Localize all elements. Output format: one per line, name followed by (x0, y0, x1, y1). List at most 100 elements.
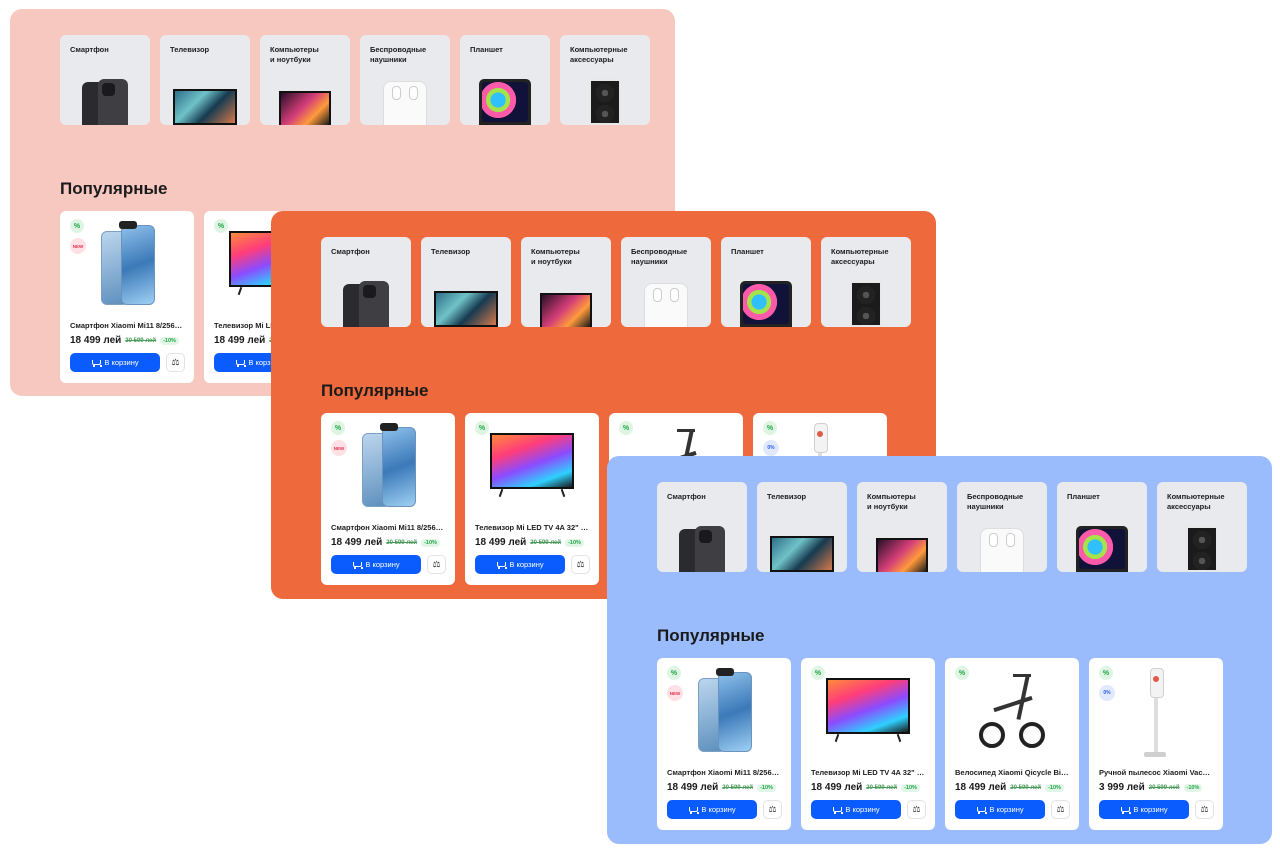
compare-button[interactable]: ⚖ (763, 800, 782, 819)
product-card[interactable]: % NEW Смартфон Xiaomi Mi11 8/256 GB... 1… (321, 413, 455, 585)
add-to-cart-button[interactable]: В корзину (667, 800, 757, 819)
new-badge: NEW (667, 685, 683, 701)
product-card[interactable]: % 0% Ручной пылесос Xiaomi Vacuum... 3 9… (1089, 658, 1223, 830)
product-name[interactable]: Ручной пылесос Xiaomi Vacuum... (1099, 768, 1213, 777)
category-tablet[interactable]: Планшет (721, 237, 811, 327)
card-actions: В корзину ⚖ (667, 800, 782, 819)
category-accessories[interactable]: Компьютерные аксессуары (560, 35, 650, 125)
category-tablet[interactable]: Планшет (1057, 482, 1147, 572)
category-label: Компьютерные аксессуары (831, 247, 889, 266)
product-card[interactable]: % Телевизор Mi LED TV 4A 32" Glo... 18 4… (465, 413, 599, 585)
discount-tag: -10% (1183, 783, 1203, 792)
category-computers[interactable]: Компьютеры и ноутбуки (521, 237, 611, 327)
category-smartphone[interactable]: Смартфон (657, 482, 747, 572)
cart-label: В корзину (365, 560, 400, 569)
cart-label: В корзину (509, 560, 544, 569)
product-card[interactable]: % Телевизор Mi LED TV 4A 32" Glo... 18 4… (801, 658, 935, 830)
vacuum-image (1136, 668, 1176, 758)
cart-icon (235, 359, 247, 367)
category-label: Смартфон (667, 492, 706, 501)
cart-label: В корзину (989, 805, 1024, 814)
category-earbuds[interactable]: Беспроводные наушники (621, 237, 711, 327)
compare-button[interactable]: ⚖ (427, 555, 446, 574)
category-computers[interactable]: Компьютеры и ноутбуки (260, 35, 350, 125)
discount-badge: % (214, 219, 228, 233)
panel-blue: Смартфон Телевизор Компьютеры и ноутбуки… (607, 456, 1272, 844)
card-actions: В корзину ⚖ (331, 555, 446, 574)
discount-badge: % (619, 421, 633, 435)
category-tablet[interactable]: Планшет (460, 35, 550, 125)
category-tv[interactable]: Телевизор (160, 35, 250, 125)
category-label: Компьютерные аксессуары (1167, 492, 1225, 511)
smartphone-image (343, 281, 389, 327)
compare-button[interactable]: ⚖ (1195, 800, 1214, 819)
add-to-cart-button[interactable]: В корзину (331, 555, 421, 574)
tv-image (770, 536, 834, 572)
category-smartphone[interactable]: Смартфон (60, 35, 150, 125)
compare-button[interactable]: ⚖ (571, 555, 590, 574)
product-row: % NEW Смартфон Xiaomi Mi11 8/256 GB... 1… (657, 658, 1223, 830)
old-price: 20 599 лей (125, 337, 157, 344)
category-label: Телевизор (767, 492, 807, 501)
category-label: Компьютеры и ноутбуки (270, 45, 319, 64)
add-to-cart-button[interactable]: В корзину (70, 353, 160, 372)
tablet-image (1076, 526, 1128, 572)
gpu-image (850, 281, 882, 327)
category-label: Смартфон (70, 45, 109, 54)
tablet-image (740, 281, 792, 327)
category-tv[interactable]: Телевизор (757, 482, 847, 572)
product-card[interactable]: % NEW Смартфон Xiaomi Mi11 8/256 GB... 1… (657, 658, 791, 830)
category-label: Планшет (470, 45, 503, 54)
add-to-cart-button[interactable]: В корзину (955, 800, 1045, 819)
smartphone-image (97, 221, 157, 305)
cart-icon (832, 806, 844, 814)
price: 18 499 лей (811, 782, 863, 793)
product-name[interactable]: Смартфон Xiaomi Mi11 8/256 GB... (70, 321, 184, 330)
category-label: Компьютерные аксессуары (570, 45, 628, 64)
price: 3 999 лей (1099, 782, 1145, 793)
discount-badge: % (1099, 666, 1113, 680)
category-smartphone[interactable]: Смартфон (321, 237, 411, 327)
price: 18 499 лей (667, 782, 719, 793)
laptop-image (876, 538, 928, 572)
category-label: Телевизор (170, 45, 210, 54)
category-computers[interactable]: Компьютеры и ноутбуки (857, 482, 947, 572)
category-row: Смартфон Телевизор Компьютеры и ноутбуки… (657, 482, 1247, 572)
old-price: 20 599 лей (1010, 784, 1042, 791)
earbuds-image (980, 528, 1024, 572)
discount-badge: % (955, 666, 969, 680)
product-name[interactable]: Смартфон Xiaomi Mi11 8/256 GB... (667, 768, 781, 777)
card-actions: В корзину ⚖ (1099, 800, 1214, 819)
section-title: Популярные (60, 179, 168, 198)
product-name[interactable]: Телевизор Mi LED TV 4A 32" Glo... (811, 768, 925, 777)
category-accessories[interactable]: Компьютерные аксессуары (821, 237, 911, 327)
compare-button[interactable]: ⚖ (907, 800, 926, 819)
add-to-cart-button[interactable]: В корзину (811, 800, 901, 819)
compare-button[interactable]: ⚖ (166, 353, 185, 372)
compare-button[interactable]: ⚖ (1051, 800, 1070, 819)
cart-icon (91, 359, 103, 367)
tv-image (434, 291, 498, 327)
smartphone-image (358, 423, 418, 507)
product-name[interactable]: Велосипед Xiaomi Qicycle Bike Bl... (955, 768, 1069, 777)
old-price: 20 599 лей (530, 539, 562, 546)
product-card[interactable]: % Велосипед Xiaomi Qicycle Bike Bl... 18… (945, 658, 1079, 830)
cart-icon (496, 561, 508, 569)
add-to-cart-button[interactable]: В корзину (475, 555, 565, 574)
cart-icon (1120, 806, 1132, 814)
discount-badge: % (763, 421, 777, 435)
product-name[interactable]: Телевизор Mi LED TV 4A 32" Glo... (475, 523, 589, 532)
section-title: Популярные (321, 381, 429, 400)
tv-image (826, 678, 910, 743)
category-earbuds[interactable]: Беспроводные наушники (957, 482, 1047, 572)
category-tv[interactable]: Телевизор (421, 237, 511, 327)
category-accessories[interactable]: Компьютерные аксессуары (1157, 482, 1247, 572)
product-name[interactable]: Смартфон Xiaomi Mi11 8/256 GB... (331, 523, 445, 532)
add-to-cart-button[interactable]: В корзину (1099, 800, 1189, 819)
product-card[interactable]: % NEW Смартфон Xiaomi Mi11 8/256 GB... 1… (60, 211, 194, 383)
category-earbuds[interactable]: Беспроводные наушники (360, 35, 450, 125)
section-title: Популярные (657, 626, 765, 645)
card-actions: В корзину ⚖ (811, 800, 926, 819)
category-label: Компьютеры и ноутбуки (531, 247, 580, 266)
